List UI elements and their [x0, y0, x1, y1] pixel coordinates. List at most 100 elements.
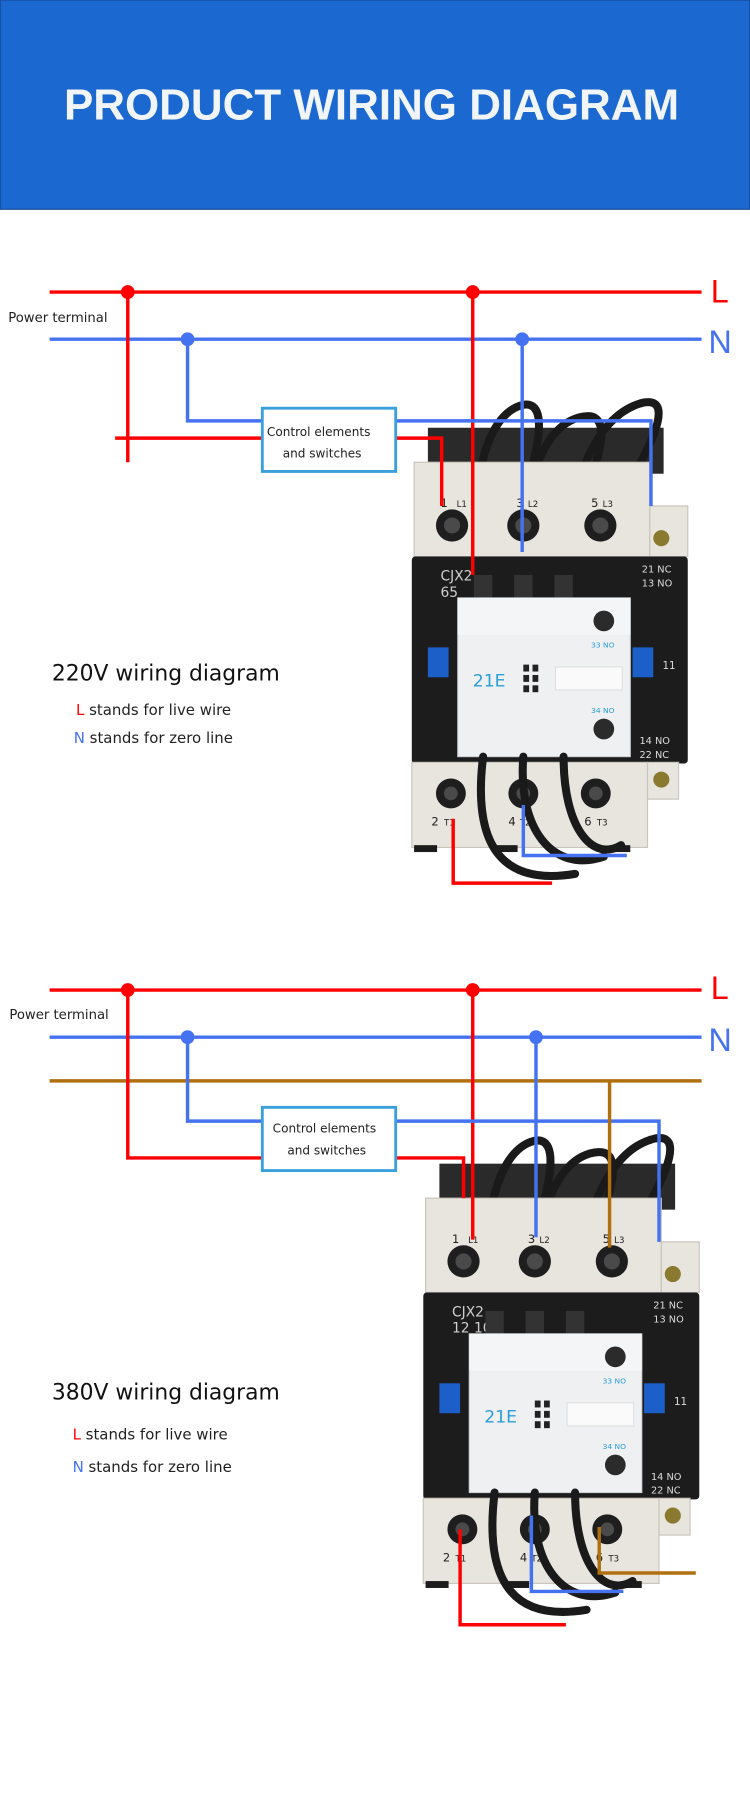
live-label: L	[711, 273, 729, 309]
terminal-screw-icon	[455, 1253, 472, 1270]
model-label: CJX2	[441, 569, 473, 585]
cable	[476, 752, 580, 881]
device-label: 22 NC	[639, 750, 669, 761]
terminal-number: 5	[603, 1232, 610, 1246]
legend-live: L stands for live wire	[73, 1426, 228, 1444]
vent-slot	[532, 674, 539, 682]
terminal-number: 4	[520, 1551, 527, 1565]
device-label: 34 NO	[591, 706, 614, 715]
live-wire-control	[126, 990, 263, 1160]
power-terminal-label: Power terminal	[8, 311, 107, 326]
aux-terminal-block	[649, 505, 689, 558]
device-label: 33 NO	[603, 1376, 626, 1385]
terminal-screw-icon	[603, 1253, 620, 1270]
terminal-name: T3	[596, 819, 608, 829]
terminal-number: 1	[452, 1232, 459, 1246]
device-label: 33 NO	[591, 640, 614, 649]
junction-dot	[529, 1030, 543, 1045]
aux-terminal-block	[660, 1241, 700, 1294]
contact-slot	[554, 574, 573, 601]
terminal-number: 3	[516, 496, 523, 510]
legend-live: L stands for live wire	[76, 701, 231, 719]
diagram-title: 220V wiring diagram	[52, 662, 280, 687]
junction-dot	[465, 983, 480, 997]
terminal-number: 4	[508, 815, 515, 829]
blue-tab	[427, 647, 449, 678]
terminal-name: L2	[539, 1236, 549, 1246]
junction-dot	[180, 332, 195, 347]
terminal-name: L3	[614, 1236, 624, 1246]
terminal-screw-icon	[588, 786, 603, 801]
control-box-line1: Control elements	[273, 1122, 376, 1136]
device-foot	[494, 845, 518, 853]
neutral-label: N	[708, 324, 731, 360]
neutral-wire-box-out	[395, 1119, 661, 1242]
header-banner	[0, 0, 750, 210]
terminal-name: L1	[457, 500, 467, 510]
power-terminal-label: Power terminal	[9, 1008, 108, 1023]
live-wire-box-out	[395, 1156, 466, 1199]
third-phase-wire-bottom	[597, 1527, 696, 1575]
junction-dot	[120, 285, 135, 299]
terminal-number: 1	[441, 496, 448, 510]
live-label: L	[711, 970, 729, 1006]
page-title: PRODUCT WIRING DIAGRAM	[64, 81, 679, 130]
device-label: 11	[674, 1396, 687, 1408]
neutral-wire-box-out	[395, 419, 653, 506]
terminal-name: L1	[468, 1236, 478, 1246]
contact-slot	[514, 574, 533, 601]
control-box-line2: and switches	[287, 1143, 366, 1157]
live-wire-box-out	[395, 436, 444, 506]
device-label: 14 NO	[651, 1472, 682, 1483]
terminal-number: 6	[584, 815, 591, 829]
vent-slot	[544, 1421, 550, 1429]
control-elements-box	[260, 1105, 398, 1173]
blue-tab	[632, 647, 654, 678]
live-wire-bottom	[451, 818, 553, 885]
terminal-number: 3	[528, 1232, 535, 1246]
label-plate	[554, 666, 623, 691]
device-label: 14 NO	[639, 736, 670, 747]
vent-slot	[534, 1410, 541, 1418]
device-foot	[506, 1581, 530, 1588]
device-label: 13 NO	[642, 578, 673, 589]
terminal-screw-icon	[443, 517, 461, 534]
vent-slot	[534, 1421, 541, 1429]
terminal-name: T1	[443, 819, 455, 829]
model-label: 12 10	[452, 1321, 491, 1337]
module-name: 21E	[473, 671, 506, 691]
model-label: 65	[441, 585, 459, 601]
terminal-name: L2	[528, 500, 538, 510]
contact-slot	[485, 1310, 504, 1337]
screw-icon	[604, 1346, 626, 1368]
contact-slot	[565, 1310, 585, 1337]
device-label: 21 NC	[642, 565, 672, 576]
neutral-wire-control	[185, 1037, 263, 1123]
terminal-screw-icon	[455, 1522, 470, 1537]
screw-icon	[653, 771, 670, 788]
model-label: CJX2	[452, 1305, 484, 1321]
device-foot	[414, 845, 438, 853]
vent-slot	[532, 664, 539, 672]
screw-icon	[653, 530, 670, 547]
module-name: 21E	[484, 1407, 517, 1427]
cable	[530, 1488, 620, 1601]
vent-slot	[523, 664, 530, 672]
terminal-screw-icon	[443, 786, 458, 801]
terminal-screw-icon	[592, 517, 609, 534]
screw-icon	[664, 1266, 681, 1283]
live-wire-bottom	[458, 1529, 566, 1627]
vent-slot	[534, 1400, 541, 1408]
junction-dot	[120, 983, 135, 997]
device-foot	[425, 1581, 449, 1588]
cable	[488, 1488, 591, 1616]
vent-slot	[544, 1400, 550, 1408]
device-label: 13 NO	[653, 1314, 684, 1325]
legend-neutral: N stands for zero line	[74, 729, 233, 747]
legend-neutral: N stands for zero line	[73, 1458, 232, 1476]
terminal-name: T2	[530, 1555, 542, 1565]
